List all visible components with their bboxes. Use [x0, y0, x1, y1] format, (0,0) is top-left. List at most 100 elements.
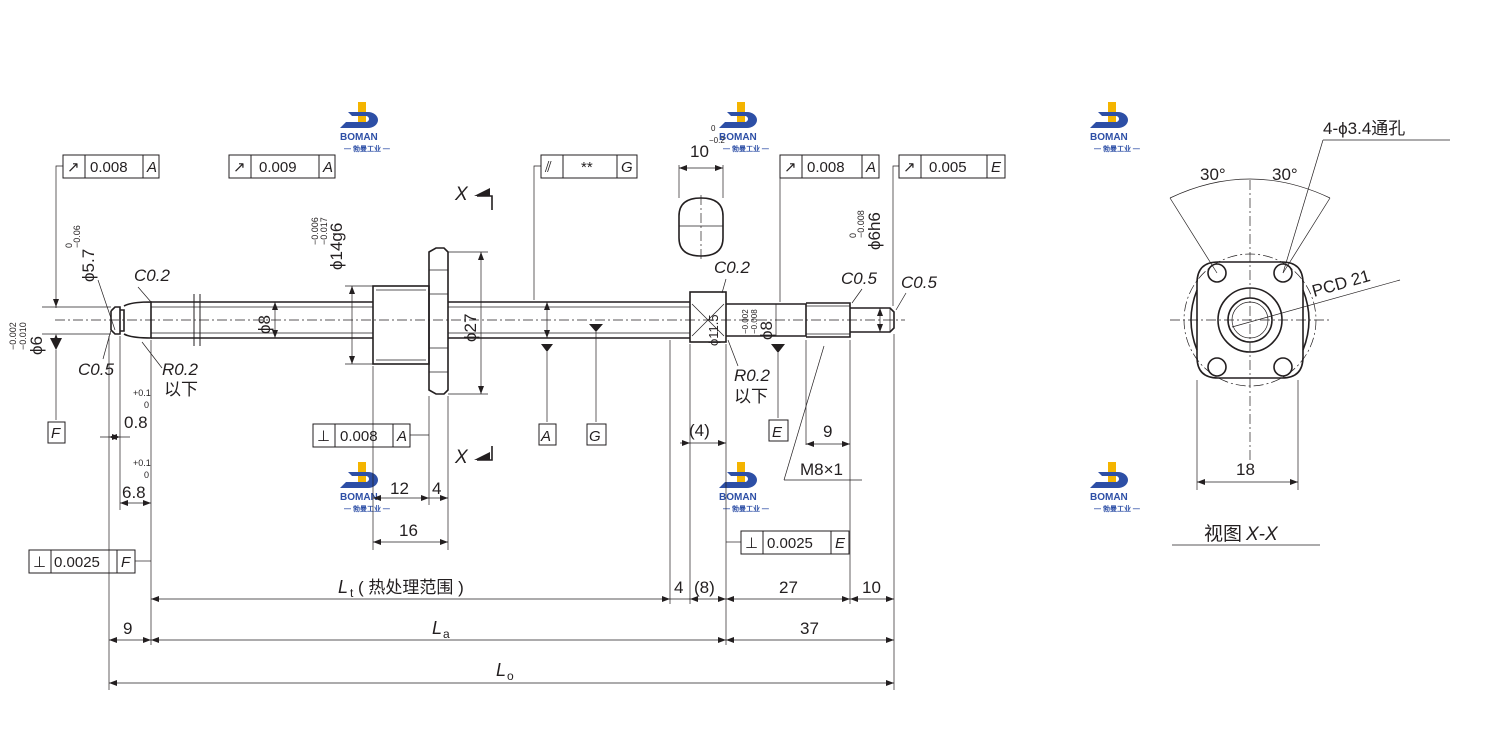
dim-phi27: ϕ27	[448, 251, 488, 395]
dim-text: ϕ27	[461, 314, 480, 342]
dim-phi8-journal: ϕ8 −0.002 −0.008	[741, 309, 776, 340]
dim-text: ϕ5.7	[79, 249, 98, 282]
dim-0.8-upper: +0.1	[133, 388, 151, 398]
dim-lower: −0.010	[18, 322, 28, 350]
fcf-ref: F	[121, 554, 131, 571]
fcf-perp-e: ⊥ 0.0025 E	[740, 530, 850, 555]
datum-f: F	[51, 425, 61, 442]
watermark-cn: — 勃曼工业 —	[723, 144, 769, 153]
callouts: C0.2 C0.5 R0.2 以下 C0.2 R0.2 以下 C0.5 C0.5…	[78, 258, 937, 481]
dim-phi57: ϕ5.7 0 −0.06	[64, 225, 116, 331]
watermark-logo: BOMAN — 勃曼工业 —	[340, 102, 390, 153]
fcf-ref: A	[322, 159, 333, 176]
fcf-perp-a: ⊥ 0.008 A	[312, 423, 411, 448]
fcf-value: 0.005	[929, 159, 967, 176]
dim-lower: −0.008	[750, 309, 759, 334]
horizontal-dimensions: 0.8 +0.1 0 6.8 +0.1 0 12 4 16 (4) 9 L t …	[53, 165, 895, 690]
dim-6.8-lower: 0	[144, 470, 149, 480]
fcf-ref: A	[146, 159, 157, 176]
dim-text: ϕ14g6	[327, 223, 346, 270]
watermark-brand: BOMAN	[719, 132, 757, 143]
angle-right: 30°	[1272, 165, 1298, 184]
dim-6.8: 6.8	[122, 483, 146, 502]
dim-upper: −0.002	[8, 322, 18, 350]
view-title-x: X-X	[1245, 524, 1279, 545]
dim-phi6-left: ϕ6 −0.002 −0.010	[8, 306, 111, 355]
datum-a: A	[540, 428, 551, 445]
dim-text: ϕ8	[255, 315, 274, 334]
fcf-perp-f: ⊥ 0.0025 F	[28, 549, 136, 574]
dim-27: 27	[779, 578, 798, 597]
dim-lt-text: ( 热处理范围 )	[358, 578, 464, 597]
dim-lo-l: L	[496, 660, 506, 680]
fcf-value: 0.008	[340, 428, 378, 445]
shaft-outline	[55, 247, 905, 395]
dim-12: 12	[390, 479, 409, 498]
view-x-x: 30° 30° 4-ϕ3.4通孔 PCD 21 18 视图 X-X	[1169, 119, 1450, 546]
fcf-value: 0.008	[807, 159, 845, 176]
dim-10-end: 10	[862, 578, 881, 597]
fcf-value: 0.0025	[767, 535, 813, 552]
dim-upper: 0	[64, 243, 74, 248]
pcd-callout: PCD 21	[1310, 266, 1372, 301]
dim-lower: −0.017	[319, 217, 329, 245]
watermark-logo: BOMAN — 勃曼工业 —	[719, 102, 769, 153]
fcf-symbol: ⊥	[745, 535, 758, 552]
dim-4-flange: 4	[432, 479, 441, 498]
dim-phi8-screw: ϕ8	[255, 302, 276, 338]
fcf-symbol: ⫽	[544, 159, 552, 176]
section-label: X	[454, 447, 469, 468]
thread-m8: M8×1	[800, 460, 843, 479]
datum-e: E	[772, 424, 783, 441]
radius-r02-left: R0.2	[162, 360, 198, 379]
dim-lt-sub: t	[350, 586, 354, 600]
chamfer-c02-left: C0.2	[134, 266, 170, 285]
dim-text: ϕ11.5	[706, 314, 721, 346]
watermark-logo: BOMAN — 勃曼工业 —	[1090, 102, 1140, 153]
view-title-cn: 视图	[1204, 523, 1242, 545]
fcf-value: **	[581, 159, 593, 176]
datum-g-box	[586, 423, 607, 446]
dim-text: ϕ6	[27, 336, 46, 355]
fcf-ref: A	[396, 428, 407, 445]
dim-0.8: 0.8	[124, 413, 148, 432]
watermark-logo: BOMAN — 勃曼工业 —	[340, 462, 390, 513]
fcf-value: 0.009	[259, 159, 297, 176]
datum-f-box	[47, 421, 66, 444]
dim-upper: −0.006	[310, 217, 320, 245]
fcf-ref: G	[621, 159, 633, 176]
dim-9-thread: 9	[823, 422, 832, 441]
dim-upper: 0	[848, 233, 858, 238]
dim-text: ϕ6h6	[865, 212, 884, 250]
watermark-cn: — 勃曼工业 —	[1094, 504, 1140, 513]
watermark-brand: BOMAN	[340, 492, 378, 503]
chamfer-c05-left: C0.5	[78, 360, 114, 379]
fcf-symbol: ↗	[233, 159, 246, 176]
dim-phi14g6: ϕ14g6 −0.006 −0.017	[310, 217, 373, 365]
fcf-ref: E	[991, 159, 1002, 176]
watermark-brand: BOMAN	[1090, 492, 1128, 503]
fcf-symbol: ↗	[67, 159, 80, 176]
dim-9-start: 9	[123, 619, 132, 638]
flats-side-view: 10 0 −0.2	[678, 124, 725, 260]
watermark-brand: BOMAN	[719, 492, 757, 503]
dim-la-l: L	[432, 618, 442, 638]
watermark-cn: — 勃曼工业 —	[344, 144, 390, 153]
fcf-value: 0.008	[90, 159, 128, 176]
dim-8-paren: (8)	[694, 578, 715, 597]
fcf-ref: A	[865, 159, 876, 176]
dim-upper: −0.002	[741, 309, 750, 334]
dim-10-upper: 0	[711, 124, 716, 133]
fcf-value: 0.0025	[54, 554, 100, 571]
dim-lower: −0.008	[856, 210, 866, 238]
fcf-runout-a-nut: ↗ 0.009 A	[228, 154, 336, 179]
fcf-symbol: ↗	[903, 159, 916, 176]
watermark-brand: BOMAN	[1090, 132, 1128, 143]
watermark-cn: — 勃曼工业 —	[344, 504, 390, 513]
section-marker-bottom: X	[454, 446, 493, 468]
datum-e-box	[768, 419, 789, 442]
fcf-runout-e: ↗ 0.005 E	[898, 154, 1006, 179]
fcf-symbol: ↗	[784, 159, 797, 176]
chamfer-c05-mid: C0.5	[841, 269, 877, 288]
